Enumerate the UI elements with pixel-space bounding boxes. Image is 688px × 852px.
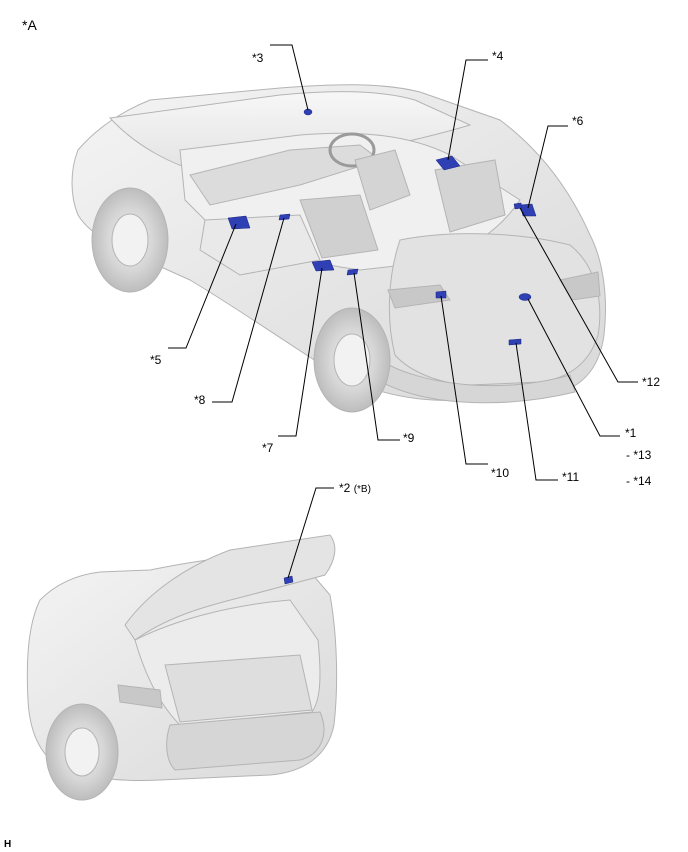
leader-5	[168, 223, 237, 349]
component-12	[513, 202, 523, 210]
component-4	[435, 155, 461, 171]
callout-8: *8	[194, 393, 206, 407]
leader-10	[440, 295, 488, 465]
footer-code: H	[4, 839, 12, 850]
detail-wheel-hub	[64, 727, 100, 777]
callout-2-group: *2 (*B)	[339, 481, 371, 497]
main-vehicle-rear	[388, 233, 601, 386]
component-9	[346, 268, 359, 276]
callout-10: *10	[491, 466, 510, 480]
detail-vehicle	[26, 534, 338, 801]
detail-tail-light	[117, 684, 163, 709]
leader-11	[515, 342, 558, 481]
open-tailgate	[124, 534, 336, 641]
leader-4	[447, 59, 488, 161]
component-5	[227, 215, 251, 230]
left-tail-light	[387, 284, 451, 309]
component-10	[435, 290, 447, 299]
callout-2: *2	[339, 481, 351, 495]
callout-4: *4	[492, 49, 504, 63]
detail-rear-bumper	[166, 711, 325, 771]
callout-6: *6	[572, 114, 584, 128]
center-console	[299, 194, 379, 259]
front-wheel-hub	[111, 213, 149, 267]
component-1	[518, 293, 532, 301]
leader-3	[270, 44, 309, 111]
leader-1	[527, 298, 620, 437]
callout-9: *9	[403, 431, 415, 445]
detail-view-note: (*B)	[353, 484, 371, 495]
view-label: *A	[22, 17, 37, 33]
leader-lines	[168, 44, 638, 481]
leader-8	[212, 217, 285, 403]
rear-wheel-hub	[333, 333, 371, 387]
callout-3: *3	[252, 51, 264, 65]
component-7	[311, 259, 335, 272]
callout-13: - *13	[626, 448, 652, 462]
component-11	[508, 338, 522, 346]
rear-bumper	[377, 359, 576, 404]
callout-12: *12	[642, 375, 661, 389]
rear-seat	[434, 159, 506, 233]
component-2	[283, 575, 294, 585]
callout-1: *1	[625, 426, 637, 440]
leader-2	[287, 487, 334, 579]
main-vehicle	[71, 84, 606, 413]
components	[227, 108, 537, 346]
leader-6	[527, 125, 568, 209]
cargo-floor	[164, 654, 313, 723]
leader-12	[519, 207, 638, 383]
callout-14: - *14	[626, 474, 652, 488]
callout-11: *11	[562, 470, 580, 484]
callout-7: *7	[262, 441, 274, 455]
component-8	[278, 213, 291, 221]
leader-7	[278, 267, 323, 437]
front-seat	[354, 149, 411, 211]
leader-9	[353, 272, 400, 441]
callout-5: *5	[150, 353, 162, 367]
steering-wheel	[328, 132, 376, 168]
